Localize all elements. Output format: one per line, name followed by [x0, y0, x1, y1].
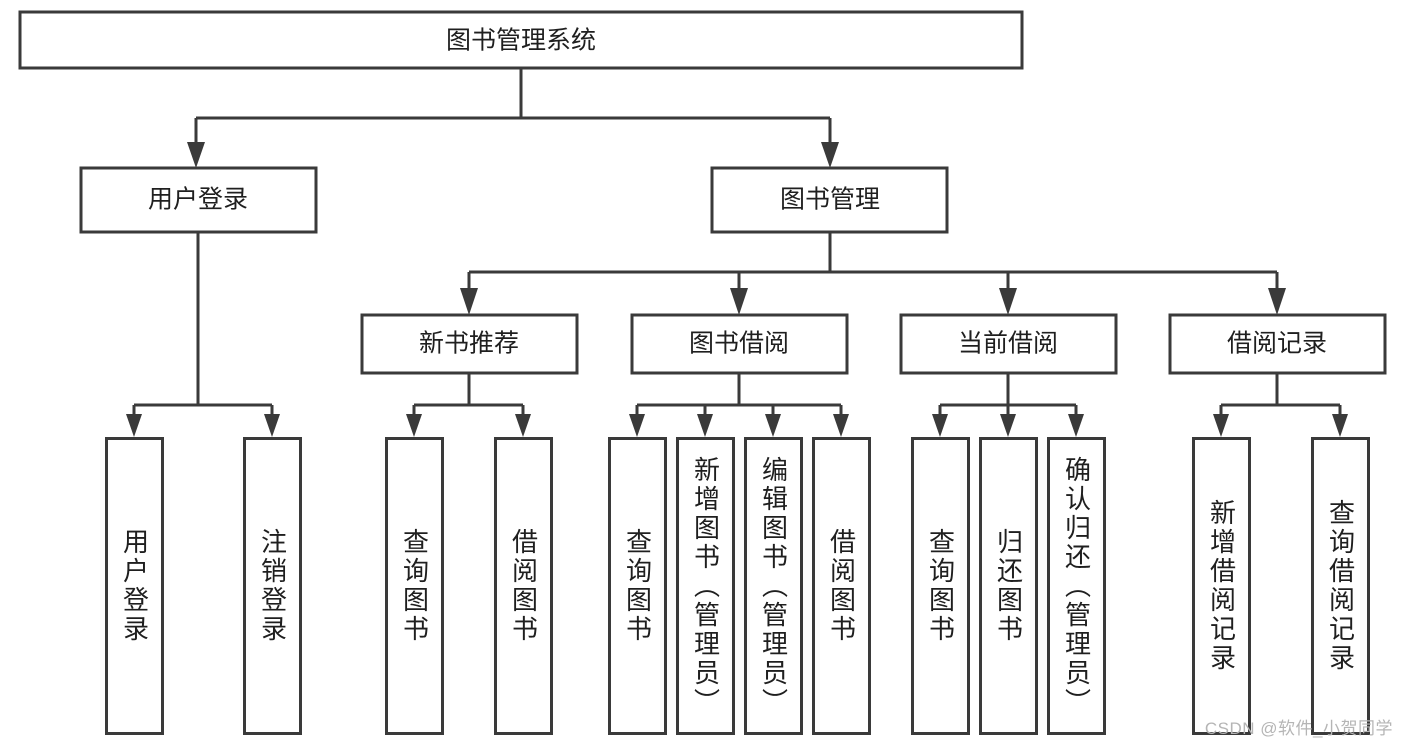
node-user-login-label: 用户登录 [148, 186, 248, 214]
leaf-node-new-book-query[interactable]: 查询图书 [385, 437, 444, 735]
node-current-borrow-label: 当前借阅 [958, 330, 1058, 358]
leaf-label: 查询图书 [399, 528, 430, 644]
connector-current-borrow-to-leaves [932, 373, 1084, 437]
csdn-watermark: CSDN @软件_小贺同学 [1204, 719, 1393, 738]
leaf-node-current-return-book[interactable]: 归还图书 [979, 437, 1038, 735]
node-new-book-recommend[interactable]: 新书推荐 [360, 313, 579, 375]
leaf-node-current-confirm-return[interactable]: 确认归还（管理员） [1047, 437, 1106, 735]
leaf-label: 确认归还（管理员） [1061, 455, 1092, 717]
leaf-node-borrow-add-book[interactable]: 新增图书（管理员） [676, 437, 735, 735]
arrow-head-icon [264, 414, 280, 437]
arrow-head-icon [187, 142, 205, 168]
leaf-label: 新增借阅记录 [1206, 499, 1237, 673]
leaf-label: 借阅图书 [826, 528, 857, 644]
arrow-head-icon [765, 414, 781, 437]
node-borrow-record-label: 借阅记录 [1227, 330, 1327, 358]
leaf-label: 注销登录 [257, 528, 288, 644]
arrow-head-icon [460, 288, 478, 315]
arrow-head-icon [1000, 414, 1016, 437]
arrow-head-icon [126, 414, 142, 437]
leaf-node-user-login-login[interactable]: 用户登录 [105, 437, 164, 735]
leaf-node-new-book-borrow[interactable]: 借阅图书 [494, 437, 553, 735]
leaf-node-borrow-edit-book[interactable]: 编辑图书（管理员） [744, 437, 803, 735]
node-root-system[interactable]: 图书管理系统 [18, 10, 1024, 70]
leaf-label: 查询借阅记录 [1325, 499, 1356, 673]
arrow-head-icon [697, 414, 713, 437]
connector-user-login-to-leaves [126, 232, 280, 437]
node-book-management[interactable]: 图书管理 [710, 166, 949, 234]
arrow-head-icon [821, 142, 839, 168]
leaf-label: 编辑图书（管理员） [758, 455, 789, 717]
node-borrow-record[interactable]: 借阅记录 [1168, 313, 1387, 375]
arrow-head-icon [1068, 414, 1084, 437]
leaf-label: 查询图书 [925, 528, 956, 644]
connector-book-mgmt-to-level3 [460, 232, 1286, 315]
arrow-head-icon [1213, 414, 1229, 437]
connector-new-book-to-leaves [406, 373, 531, 437]
leaf-node-record-query[interactable]: 查询借阅记录 [1311, 437, 1370, 735]
leaf-label: 用户登录 [119, 528, 150, 644]
leaf-node-record-add[interactable]: 新增借阅记录 [1192, 437, 1251, 735]
node-root-label: 图书管理系统 [446, 27, 596, 55]
node-book-borrow-label: 图书借阅 [689, 330, 789, 358]
node-book-management-label: 图书管理 [780, 186, 880, 214]
node-user-login[interactable]: 用户登录 [79, 166, 318, 234]
leaf-node-current-query-book[interactable]: 查询图书 [911, 437, 970, 735]
node-current-borrow[interactable]: 当前借阅 [899, 313, 1118, 375]
leaf-node-borrow-borrow-book[interactable]: 借阅图书 [812, 437, 871, 735]
connector-borrow-record-to-leaves [1213, 373, 1348, 437]
connector-book-borrow-to-leaves [629, 373, 849, 437]
leaf-label: 归还图书 [993, 528, 1024, 644]
leaf-label: 查询图书 [622, 528, 653, 644]
arrow-head-icon [932, 414, 948, 437]
node-book-borrow[interactable]: 图书借阅 [630, 313, 849, 375]
leaf-label: 新增图书（管理员） [690, 455, 721, 717]
leaf-node-borrow-query-book[interactable]: 查询图书 [608, 437, 667, 735]
arrow-head-icon [629, 414, 645, 437]
arrow-head-icon [406, 414, 422, 437]
arrow-head-icon [515, 414, 531, 437]
leaf-node-user-login-logout[interactable]: 注销登录 [243, 437, 302, 735]
arrow-head-icon [1268, 288, 1286, 315]
arrow-head-icon [1332, 414, 1348, 437]
connector-root-to-level2 [187, 68, 839, 168]
arrow-head-icon [833, 414, 849, 437]
arrow-head-icon [999, 288, 1017, 315]
leaf-label: 借阅图书 [508, 528, 539, 644]
arrow-head-icon [730, 288, 748, 315]
node-new-book-recommend-label: 新书推荐 [419, 330, 519, 358]
